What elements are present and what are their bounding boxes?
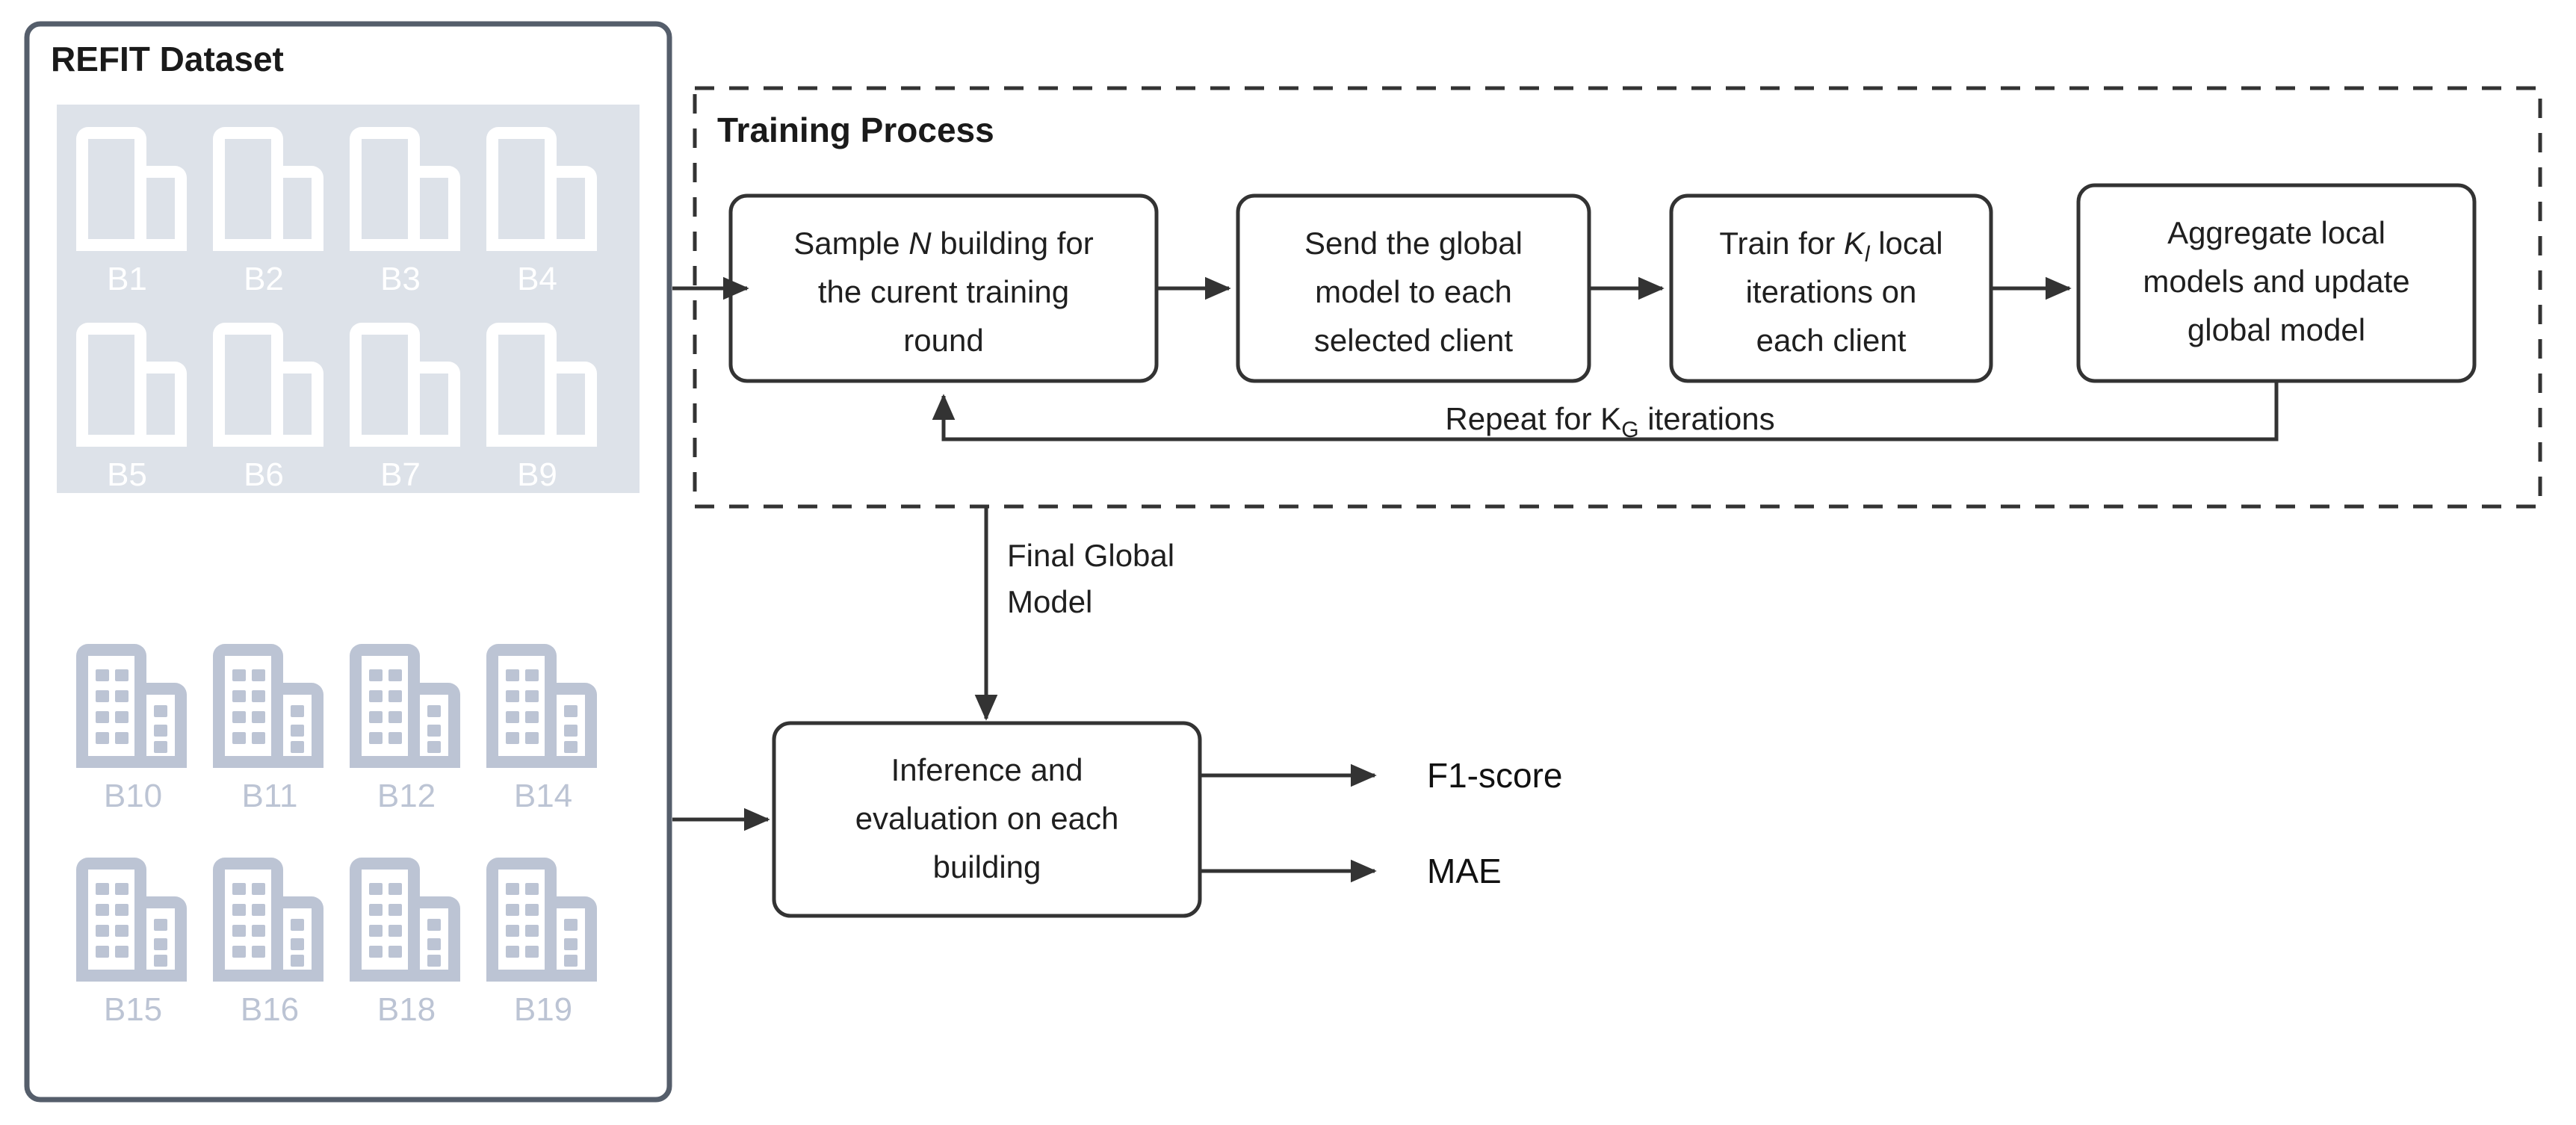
step-line-1: Train for Kl local (1719, 226, 1942, 267)
step-line-1: Sample N building for (793, 226, 1094, 261)
building-label: B12 (377, 778, 436, 814)
step-train-local-iterations: Train for Kl local iterations on each cl… (1669, 193, 1993, 383)
building-label: B11 (241, 778, 297, 814)
building-label: B10 (104, 778, 162, 814)
building-label: B9 (517, 456, 557, 493)
refit-dataset-panel: REFIT Dataset B1 B2 B3 B4 B5 B6 (24, 21, 672, 1103)
inference-line-3: building (933, 849, 1041, 884)
building-item-b14: B14 (486, 644, 597, 814)
step-line-3: round (903, 323, 983, 358)
step-line-2: iterations on (1746, 274, 1917, 309)
inference-box (772, 721, 1202, 918)
building-label: B14 (514, 778, 572, 814)
building-label: B16 (241, 991, 299, 1028)
step-line-2: models and update (2143, 264, 2409, 299)
building-item-b6: B6 (213, 323, 323, 493)
inference-line-2: evaluation on each (855, 801, 1119, 836)
building-label: B7 (380, 456, 421, 493)
building-label: B6 (244, 456, 284, 493)
output-label: F1-score (1427, 756, 1562, 795)
output-f1-score: F1-score (1200, 756, 1562, 795)
building-label: B19 (514, 991, 572, 1028)
step-line-2: model to each (1315, 274, 1512, 309)
building-label: B5 (107, 456, 147, 493)
building-label: B18 (377, 991, 436, 1028)
final-global-model-edge: Final Global Model (974, 506, 1174, 721)
arrow-repeat-loop (932, 381, 2279, 441)
building-item-b7: B7 (350, 323, 460, 493)
step-aggregate-update: Aggregate local models and update global… (2076, 183, 2477, 383)
final-model-label-line-1: Final Global (1007, 538, 1174, 573)
building-item-b4: B4 (486, 127, 597, 297)
building-item-b9: B9 (486, 323, 597, 493)
building-item-b3: B3 (350, 127, 460, 297)
building-item-b15: B15 (76, 858, 187, 1028)
building-label: B3 (380, 261, 421, 297)
step-line-3: selected client (1314, 323, 1513, 358)
inference-line-1: Inference and (891, 752, 1083, 787)
step-send-global-model: Send the global model to each selected c… (1236, 193, 1591, 383)
step-line-1: Aggregate local (2167, 215, 2385, 250)
repeat-loop-label: Repeat for KG iterations (1445, 401, 1774, 442)
building-item-b1: B1 (76, 127, 187, 297)
building-label: B1 (107, 261, 147, 297)
building-item-b19: B19 (486, 858, 597, 1028)
building-item-b11: B11 (213, 644, 323, 814)
output-label: MAE (1427, 852, 1502, 890)
building-item-b5: B5 (76, 323, 187, 493)
building-item-b2: B2 (213, 127, 323, 297)
step-line-3: global model (2188, 312, 2365, 347)
building-item-b18: B18 (350, 858, 460, 1028)
building-label: B15 (104, 991, 162, 1028)
building-label: B2 (244, 261, 284, 297)
building-label: B4 (517, 261, 557, 297)
training-process-title: Training Process (717, 111, 994, 149)
training-process-container: Training Process Sample N building for t… (693, 86, 2542, 509)
building-item-b16: B16 (213, 858, 323, 1028)
step-line-2: the curent training (818, 274, 1069, 309)
final-model-label-line-2: Model (1007, 584, 1092, 619)
refit-panel-title: REFIT Dataset (51, 40, 284, 78)
output-mae: MAE (1200, 852, 1502, 890)
step-line-3: each client (1756, 323, 1907, 358)
building-item-b10: B10 (76, 644, 187, 814)
inference-evaluation-box: Inference and evaluation on each buildin… (772, 721, 1202, 918)
step-sample-buildings: Sample N building for the curent trainin… (728, 193, 1159, 383)
step-line-1: Send the global (1304, 226, 1523, 261)
building-item-b12: B12 (350, 644, 460, 814)
